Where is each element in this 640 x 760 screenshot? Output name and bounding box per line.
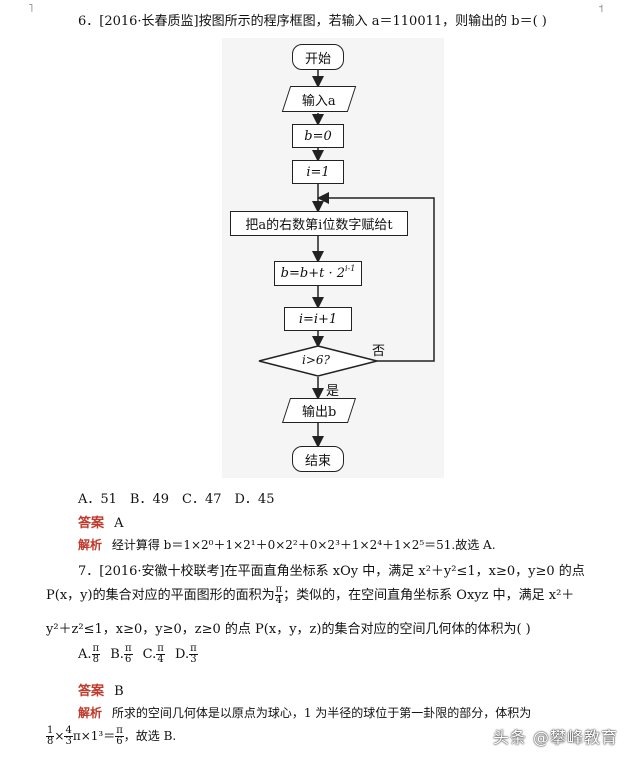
q7-analysis-line1: 所求的空间几何体是以原点为球心，1 为半径的球位于第一卦限的部分，体积为 xyxy=(111,706,532,720)
q6-answer-label: 答案 xyxy=(78,516,105,531)
q6-analysis-label: 解析 xyxy=(78,538,103,552)
crop-mark: ˥ xyxy=(28,2,34,15)
flow-update-b-label: b=b+t · 2 xyxy=(280,266,345,281)
q7-answer-row: 答案 B xyxy=(78,680,124,699)
q7-line3: y²＋z²≤1，x≥0，y≥0，z≥0 的点 P(x，y，z)的集合对应的空间几… xyxy=(46,622,531,637)
q7-option-d: D. xyxy=(175,647,190,662)
q6-options: A．51 B．49 C．47 D．45 xyxy=(78,492,275,507)
q7-analysis-label: 解析 xyxy=(78,706,103,720)
q7-analysis-row: 解析 所求的空间几何体是以原点为球心，1 为半径的球位于第一卦限的部分，体积为 xyxy=(78,704,531,721)
q7-line1: 7．[2016·安徽十校联考]在平面直角坐标系 xOy 中，满足 x²＋y²≤1… xyxy=(78,564,585,579)
flow-update-b-exp: i-1 xyxy=(344,264,356,273)
flow-i-init: i=1 xyxy=(292,160,344,184)
q6-stem: 6．[2016·长春质监]按图所示的程序框图，若输入 a＝110011，则输出的… xyxy=(78,14,547,29)
q7-line2b: ；类似的，在空间直角坐标系 Oxyz 中，满足 x²＋ xyxy=(283,588,575,603)
q7-option-b: B. xyxy=(110,647,124,662)
flow-end: 结束 xyxy=(292,446,344,472)
q7-option-a: A. xyxy=(78,647,92,662)
flow-yes-label: 是 xyxy=(326,384,340,399)
flow-assign: 把a的右数第i位数字赋给t xyxy=(230,211,408,236)
q7-analysis-end: ，故选 B. xyxy=(123,729,177,743)
flowchart-connectors xyxy=(258,70,435,448)
q7-answer-label: 答案 xyxy=(78,684,105,699)
flow-input-label: 输入a xyxy=(302,93,336,109)
q6-answer-row: 答案 A xyxy=(78,512,124,531)
q7-analysis-mid: π×1³＝ xyxy=(72,729,116,743)
flow-no-label: 否 xyxy=(372,344,386,359)
flow-input: 输入a xyxy=(281,86,357,112)
q7-option-c: C. xyxy=(142,647,157,662)
q7-line2a: P(x，y)的集合对应的平面图形的面积为 xyxy=(46,588,275,603)
q6-answer-value: A xyxy=(114,516,124,531)
flow-start: 开始 xyxy=(292,44,344,70)
q7-times: × xyxy=(54,729,65,743)
q6-analysis-text: 经计算得 b＝1×2⁰＋1×2¹＋0×2²＋0×2³＋1×2⁴＋1×2⁵＝51.… xyxy=(111,538,496,552)
flow-output: 输出b xyxy=(281,398,357,423)
watermark-text: 头条 @攀峰教育 xyxy=(492,728,618,747)
watermark-logo-icon xyxy=(466,731,486,746)
crop-mark: ˦ xyxy=(598,2,604,15)
q7-answer-value: B xyxy=(114,684,124,699)
q6-analysis-row: 解析 经计算得 b＝1×2⁰＋1×2¹＋0×2²＋0×2³＋1×2⁴＋1×2⁵＝… xyxy=(78,536,496,553)
flow-condition: i>6? xyxy=(302,353,330,367)
watermark: 头条 @攀峰教育 xyxy=(465,724,618,748)
flow-output-label: 输出b xyxy=(301,405,337,420)
flow-update-i: i=i+1 xyxy=(284,307,352,331)
flow-b-init: b=0 xyxy=(292,124,344,148)
